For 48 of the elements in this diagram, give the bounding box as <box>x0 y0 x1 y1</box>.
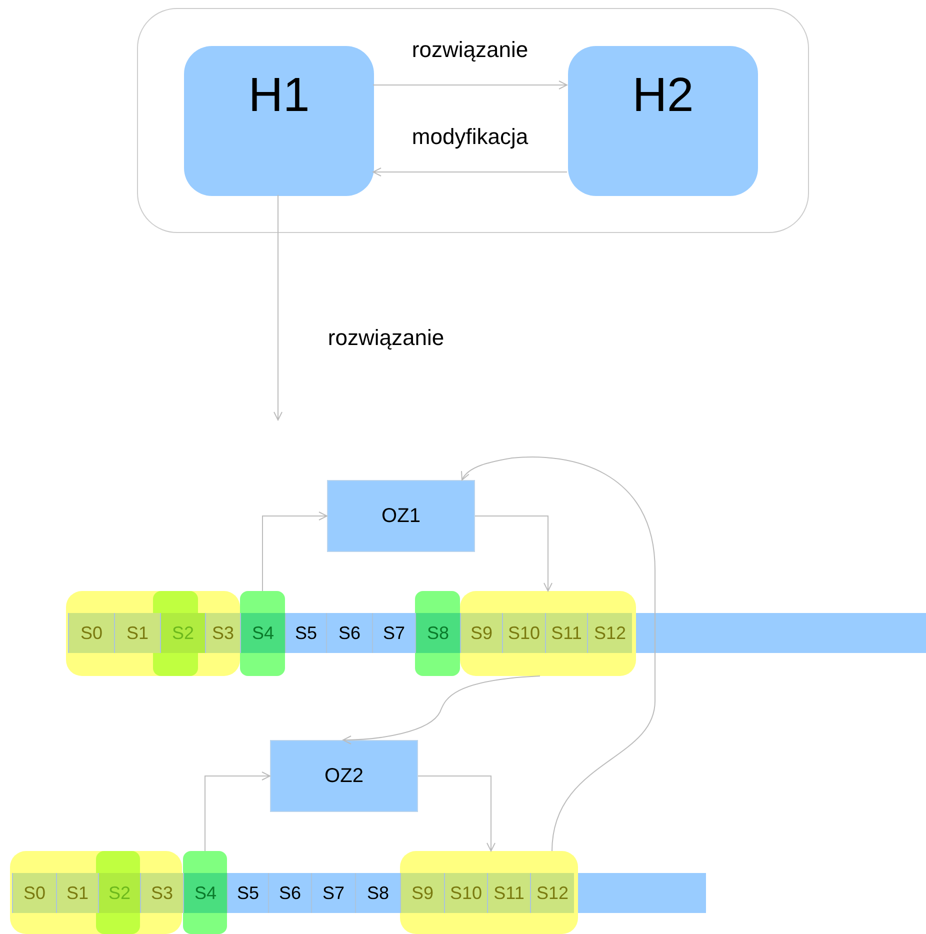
memory-cell: S8 <box>355 873 400 913</box>
arrow <box>372 168 568 176</box>
memory-cell: S5 <box>285 613 326 653</box>
memory-cell: S9 <box>400 873 444 913</box>
highlight-band <box>66 591 240 676</box>
memory-cell: S5 <box>227 873 268 913</box>
memory-cell: S9 <box>460 613 502 653</box>
process-box: OZ2 <box>270 740 418 812</box>
arrow <box>462 456 656 852</box>
memory-cell: S6 <box>326 613 372 653</box>
memory-cell: S6 <box>268 873 311 913</box>
process-box: OZ1 <box>327 480 475 552</box>
highlight-band <box>460 591 636 676</box>
arrow <box>418 776 496 852</box>
memory-cell: S7 <box>311 873 355 913</box>
memory-cell: S2 <box>98 873 140 913</box>
memory-cell: S8 <box>415 613 460 653</box>
memory-cell: S12 <box>587 613 632 653</box>
memory-cell: S10 <box>444 873 487 913</box>
memory-cell: S4 <box>183 873 227 913</box>
arrow <box>342 676 540 744</box>
arrow <box>372 80 568 90</box>
state-box: H1 <box>184 46 374 196</box>
memory-cell: S10 <box>502 613 545 653</box>
memory-cell: S2 <box>160 613 205 653</box>
arrow <box>262 512 328 592</box>
highlight-band <box>400 851 578 934</box>
memory-cell: S12 <box>530 873 574 913</box>
state-box: H2 <box>568 46 758 196</box>
memory-cell: S0 <box>12 873 56 913</box>
memory-cell: S3 <box>140 873 183 913</box>
memory-cell: S11 <box>545 613 587 653</box>
highlight-tab <box>96 851 140 934</box>
highlight-tab <box>415 591 460 676</box>
highlight-tab <box>240 591 285 676</box>
memory-cell: S3 <box>205 613 240 653</box>
memory-cell: S4 <box>240 613 285 653</box>
arrow <box>204 772 270 852</box>
container-box <box>137 8 809 233</box>
memory-cell: S1 <box>56 873 98 913</box>
arrow <box>474 516 552 592</box>
memory-cell: S11 <box>487 873 530 913</box>
highlight-band <box>10 851 182 934</box>
highlight-tab <box>183 851 227 934</box>
memory-cell: S7 <box>372 613 415 653</box>
memory-cell: S0 <box>68 613 114 653</box>
memory-cell: S1 <box>114 613 160 653</box>
arrow <box>274 194 282 420</box>
